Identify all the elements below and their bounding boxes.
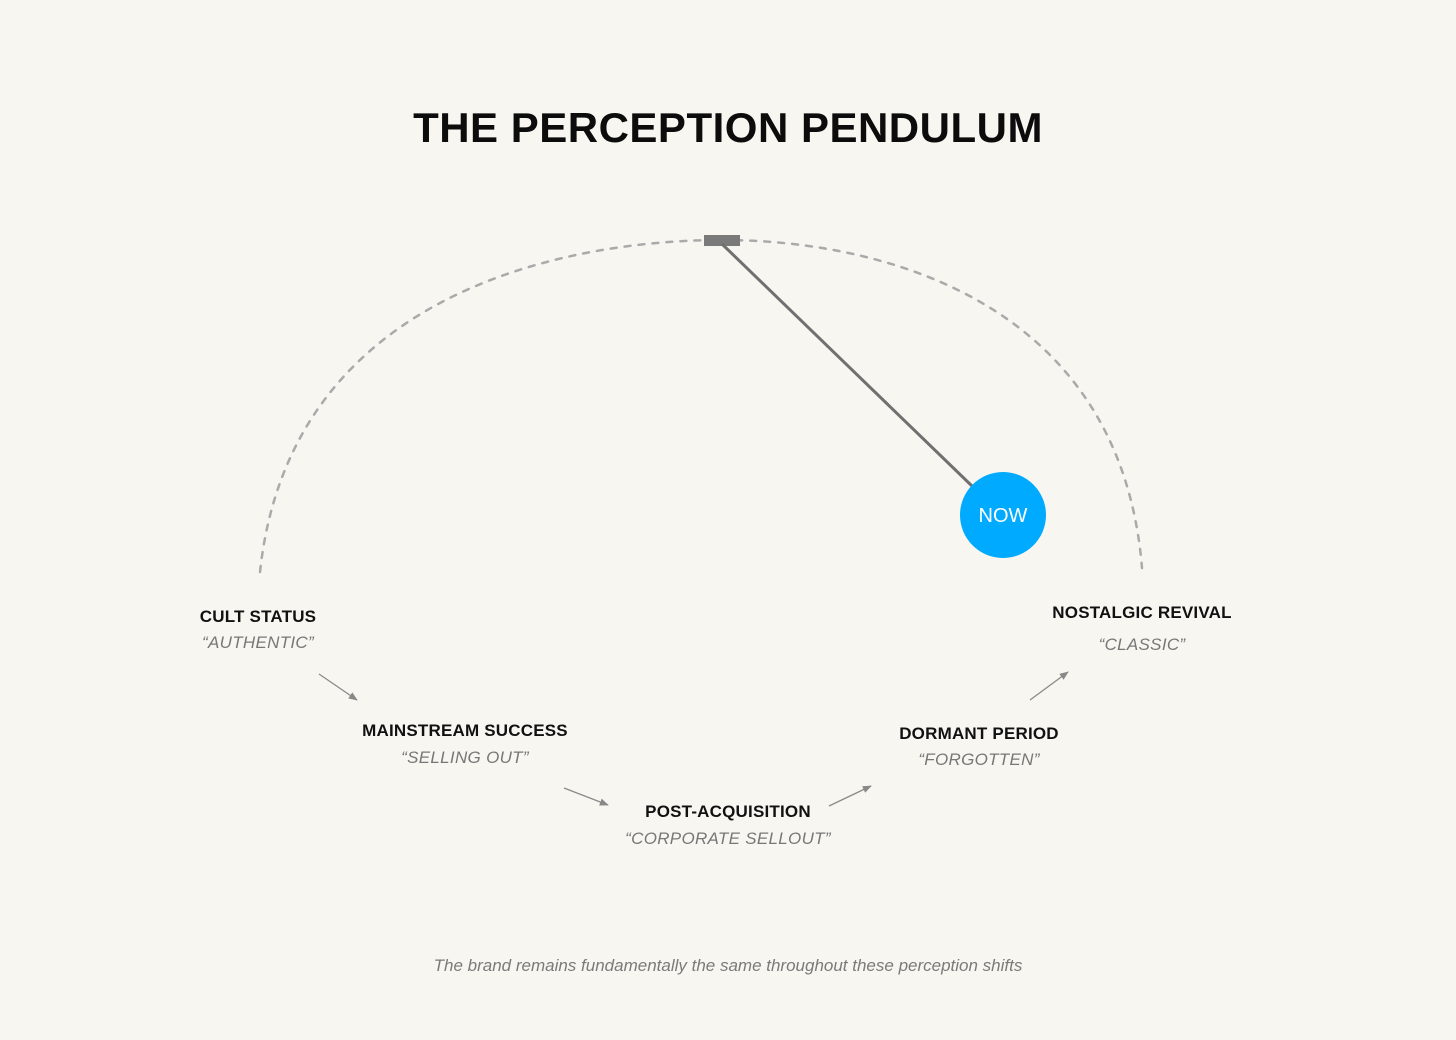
stage-quote: “FORGOTTEN” <box>918 750 1040 769</box>
pendulum-bob <box>960 472 1046 558</box>
arrow-mainstream-to-acquisition <box>563 787 609 806</box>
stage-dormant-period: DORMANT PERIOD “FORGOTTEN” <box>819 724 1139 770</box>
arrow-dormant-to-revival <box>1029 671 1069 701</box>
stage-quote: “SELLING OUT” <box>401 748 529 767</box>
arrow-cult-to-mainstream <box>318 673 358 701</box>
stage-name: POST-ACQUISITION <box>645 802 811 821</box>
stage-quote: “CORPORATE SELLOUT” <box>625 829 831 848</box>
pendulum-pivot <box>704 235 740 246</box>
stage-nostalgic-revival: NOSTALGIC REVIVAL “CLASSIC” <box>982 603 1302 655</box>
diagram-caption: The brand remains fundamentally the same… <box>433 956 1023 975</box>
stage-quote: “CLASSIC” <box>1098 635 1186 654</box>
stage-name: NOSTALGIC REVIVAL <box>1052 603 1232 622</box>
arrow-acquisition-to-dormant <box>828 785 872 807</box>
stage-quote: “AUTHENTIC” <box>202 633 314 652</box>
stage-cult-status: CULT STATUS “AUTHENTIC” <box>98 607 418 653</box>
pendulum-bob-label: NOW <box>979 505 1028 527</box>
stage-post-acquisition: POST-ACQUISITION “CORPORATE SELLOUT” <box>568 802 888 849</box>
pendulum-rod <box>720 242 974 488</box>
stage-name: CULT STATUS <box>199 607 317 626</box>
diagram-title: THE PERCEPTION PENDULUM <box>413 104 1043 151</box>
stage-name: MAINSTREAM SUCCESS <box>362 721 568 740</box>
stage-mainstream-success: MAINSTREAM SUCCESS “SELLING OUT” <box>305 721 625 768</box>
stage-name: DORMANT PERIOD <box>899 724 1059 743</box>
